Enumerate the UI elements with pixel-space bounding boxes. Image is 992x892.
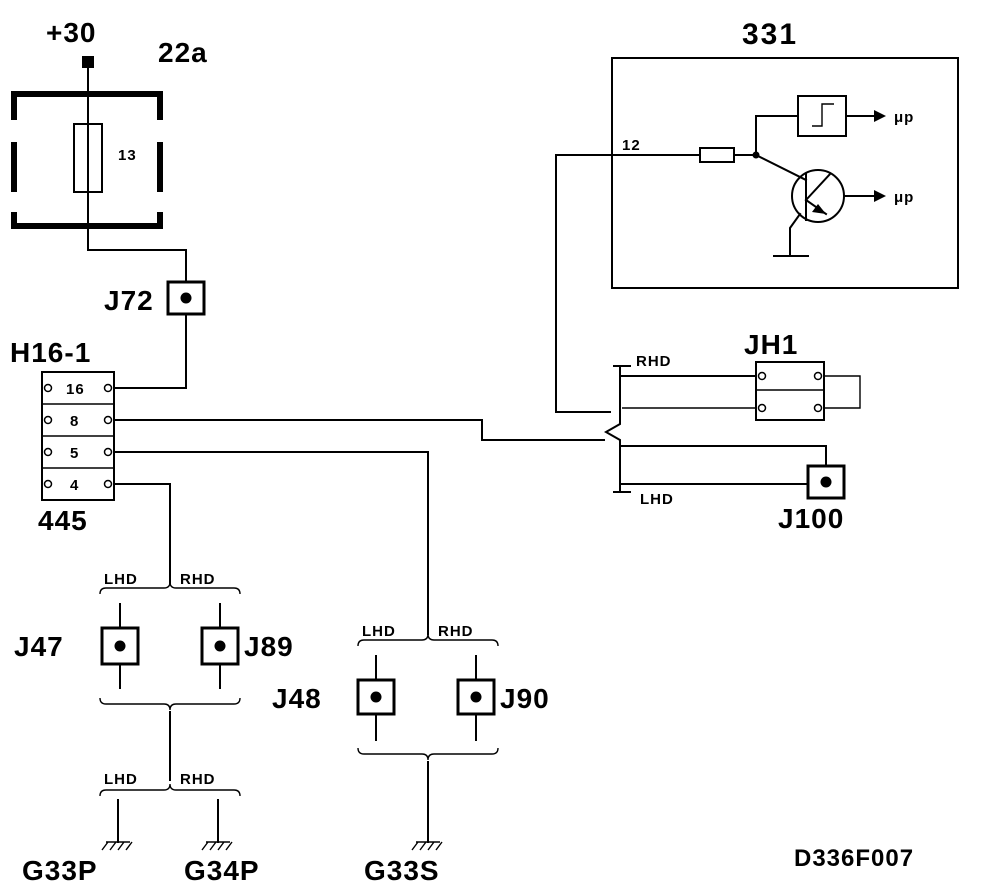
wire-ecu-pin12 <box>555 154 613 413</box>
variant-bracket <box>603 365 631 493</box>
brace-right-top <box>357 633 499 647</box>
pin-5-label: 5 <box>70 445 79 462</box>
variant-rhd-label: RHD <box>636 353 672 370</box>
splice-j48-label: J48 <box>272 683 322 714</box>
jh1-label: JH1 <box>744 329 798 360</box>
ground-g33s-label: G33S <box>364 855 440 886</box>
ecu-output-lower: μp <box>894 189 914 206</box>
connector-h16-label: H16-1 <box>10 337 91 368</box>
wire-pin5 <box>115 451 429 635</box>
wire-pin8-to-bracket <box>115 419 605 441</box>
brace-left-bottom <box>99 783 241 797</box>
ecu-label: 331 <box>742 18 798 51</box>
group-left-lhd-label: LHD <box>104 571 138 588</box>
connector-h16 <box>41 371 115 501</box>
splice-j90-label: J90 <box>500 683 550 714</box>
wire-j72-to-pin16 <box>115 313 187 389</box>
brace-left-top <box>99 581 241 595</box>
ground-g33s-icon <box>411 841 443 851</box>
group-left-rhd-label: RHD <box>180 571 216 588</box>
pin-16-label: 16 <box>66 381 85 398</box>
brace-left-middle <box>99 697 241 711</box>
connector-part-label: 445 <box>38 505 88 536</box>
ground-g34p-label: G34P <box>184 855 260 886</box>
splice-j47-label: J47 <box>14 631 64 662</box>
splice-j89-dot <box>214 640 226 652</box>
pin-8-label: 8 <box>70 413 79 430</box>
fuse-box-label: 22a <box>158 37 208 68</box>
ecu-331 <box>611 57 959 289</box>
ground-g33p-icon <box>101 841 133 851</box>
splice-j72-label: J72 <box>104 285 154 316</box>
ecu-output-upper: μp <box>894 109 914 126</box>
ecu-pin-label: 12 <box>622 137 641 154</box>
pin-4-label: 4 <box>70 477 79 494</box>
group-left-lhd2-label: LHD <box>104 771 138 788</box>
splice-j89-label: J89 <box>244 631 294 662</box>
connector-jh1 <box>755 361 861 421</box>
splice-j90-dot <box>470 691 482 703</box>
fuse-label: 13 <box>118 147 137 164</box>
splice-j100-dot <box>820 476 832 488</box>
splice-j47-dot <box>114 640 126 652</box>
group-right-lhd-label: LHD <box>362 623 396 640</box>
group-left-rhd2-label: RHD <box>180 771 216 788</box>
splice-j100-label: J100 <box>778 503 844 534</box>
figure-code: D336F007 <box>794 845 914 872</box>
wire-lhd-upper <box>621 445 827 467</box>
wire-supply-to-j72 <box>87 61 187 283</box>
ground-g34p-icon <box>201 841 233 851</box>
splice-j48-dot <box>370 691 382 703</box>
splice-j72-dot <box>180 292 192 304</box>
ecu-internal-circuit <box>611 95 886 257</box>
group-right-rhd-label: RHD <box>438 623 474 640</box>
variant-lhd-label: LHD <box>640 491 674 508</box>
supply-label: +30 <box>46 17 97 48</box>
wire-pin4 <box>115 483 171 585</box>
brace-right-bottom <box>357 747 499 761</box>
ground-g33p-label: G33P <box>22 855 98 886</box>
